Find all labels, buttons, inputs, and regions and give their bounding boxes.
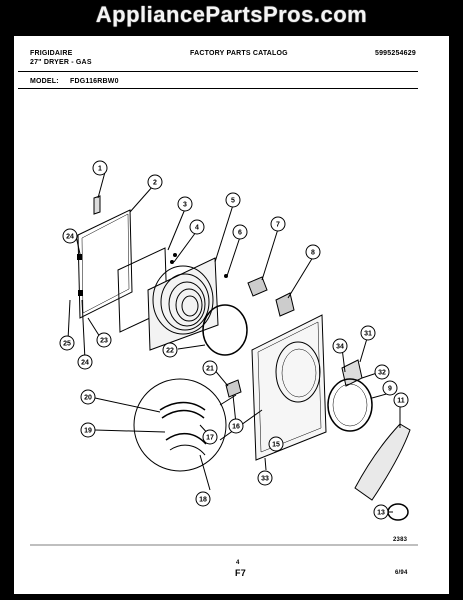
part-door-ring xyxy=(327,378,373,432)
callout-bubble: 31 xyxy=(360,325,376,341)
callout-label: 24 xyxy=(81,360,89,367)
catalog-title: FACTORY PARTS CATALOG xyxy=(190,50,288,57)
callout-bubble: 5 xyxy=(225,192,241,208)
callout-label: 4 xyxy=(195,225,199,232)
part-sensor xyxy=(247,276,268,297)
part-clip xyxy=(93,195,101,215)
part-screw xyxy=(224,274,228,278)
callout-bubble: 6 xyxy=(232,224,248,240)
callout-label: 31 xyxy=(364,331,372,338)
callout-group: 1 2 3 4 5 6 7 8 9 11 13 15 16 17 18 19 2… xyxy=(59,160,409,520)
page-number: F7 xyxy=(235,568,246,578)
callout-label: 8 xyxy=(311,250,315,257)
callout-bubble: 23 xyxy=(96,332,112,348)
callout-label: 23 xyxy=(100,338,108,345)
callout-bubble: 9 xyxy=(382,380,398,396)
callout-label: 2 xyxy=(153,180,157,187)
part-lint-duct xyxy=(354,423,411,501)
callout-label: 16 xyxy=(232,424,240,431)
callout-label: 33 xyxy=(261,476,269,483)
part-screw xyxy=(173,253,177,257)
callout-bubble: 11 xyxy=(393,392,409,408)
part-bracket xyxy=(275,292,295,317)
callout-label: 5 xyxy=(231,198,235,205)
watermark-logo: AppliancePartsPros.com xyxy=(95,2,368,27)
footer-note: 4 xyxy=(236,560,240,566)
callout-label: 20 xyxy=(84,395,92,402)
part-screw xyxy=(170,260,174,264)
brand-name: FRIGIDAIRE xyxy=(30,50,73,57)
model-number: FDG116RBW0 xyxy=(70,78,119,85)
callout-bubble: 1 xyxy=(92,160,108,176)
detail-magnifier xyxy=(133,378,227,472)
part-seal-ring xyxy=(202,304,248,356)
callout-bubble: 17 xyxy=(202,429,218,445)
callout-label: 17 xyxy=(206,435,214,442)
callout-label: 25 xyxy=(63,341,71,348)
part-door-hinge xyxy=(341,359,363,387)
callout-label: 22 xyxy=(166,348,174,355)
callout-label: 21 xyxy=(206,366,214,373)
callout-label: 6 xyxy=(238,230,242,237)
callout-bubble: 32 xyxy=(374,364,390,380)
catalog-number: 5995254629 xyxy=(375,50,416,57)
callout-bubble: 3 xyxy=(177,196,193,212)
part-latch xyxy=(225,379,242,398)
callout-bubble: 18 xyxy=(195,491,211,507)
callout-bubble: 24 xyxy=(62,228,78,244)
callout-bubble: 15 xyxy=(268,436,284,452)
callout-bubble: 16 xyxy=(228,418,244,434)
callout-label: 1 xyxy=(98,166,102,173)
callout-bubble: 2 xyxy=(147,174,163,190)
callout-bubble: 7 xyxy=(270,216,286,232)
part-screw xyxy=(78,290,83,296)
part-blower-wheel xyxy=(152,265,214,335)
callout-bubble: 19 xyxy=(80,422,96,438)
part-front-frame xyxy=(251,314,327,461)
callout-label: 7 xyxy=(276,222,280,229)
callout-bubble: 21 xyxy=(202,360,218,376)
callout-label: 19 xyxy=(84,428,92,435)
callout-label: 24 xyxy=(66,234,74,241)
callout-label: 18 xyxy=(199,497,207,504)
callout-bubble: 4 xyxy=(189,219,205,235)
callout-label: 3 xyxy=(183,202,187,209)
callout-label: 11 xyxy=(397,398,405,405)
part-bulkhead xyxy=(147,257,219,351)
callout-label: 15 xyxy=(272,442,280,449)
callout-bubble: 25 xyxy=(59,335,75,351)
callout-label: 9 xyxy=(388,386,392,393)
part-door-opening xyxy=(275,341,321,403)
callout-bubble: 33 xyxy=(257,470,273,486)
header-rule xyxy=(18,71,418,72)
part-screw xyxy=(77,254,82,260)
drawing-number: 2383 xyxy=(393,537,408,543)
callout-bubble: 20 xyxy=(80,389,96,405)
callout-label: 34 xyxy=(336,344,344,351)
issue-date: 6/94 xyxy=(395,570,408,576)
callout-label: 13 xyxy=(377,510,385,517)
callout-label: 32 xyxy=(378,370,386,377)
model-label: MODEL: xyxy=(30,78,59,85)
model-rule xyxy=(18,88,418,89)
callout-bubble: 13 xyxy=(373,504,389,520)
callout-bubble: 34 xyxy=(332,338,348,354)
callout-bubble: 8 xyxy=(305,244,321,260)
product-name: 27" DRYER - GAS xyxy=(30,59,92,66)
callout-bubble: 24 xyxy=(77,354,93,370)
callout-bubble: 22 xyxy=(162,342,178,358)
